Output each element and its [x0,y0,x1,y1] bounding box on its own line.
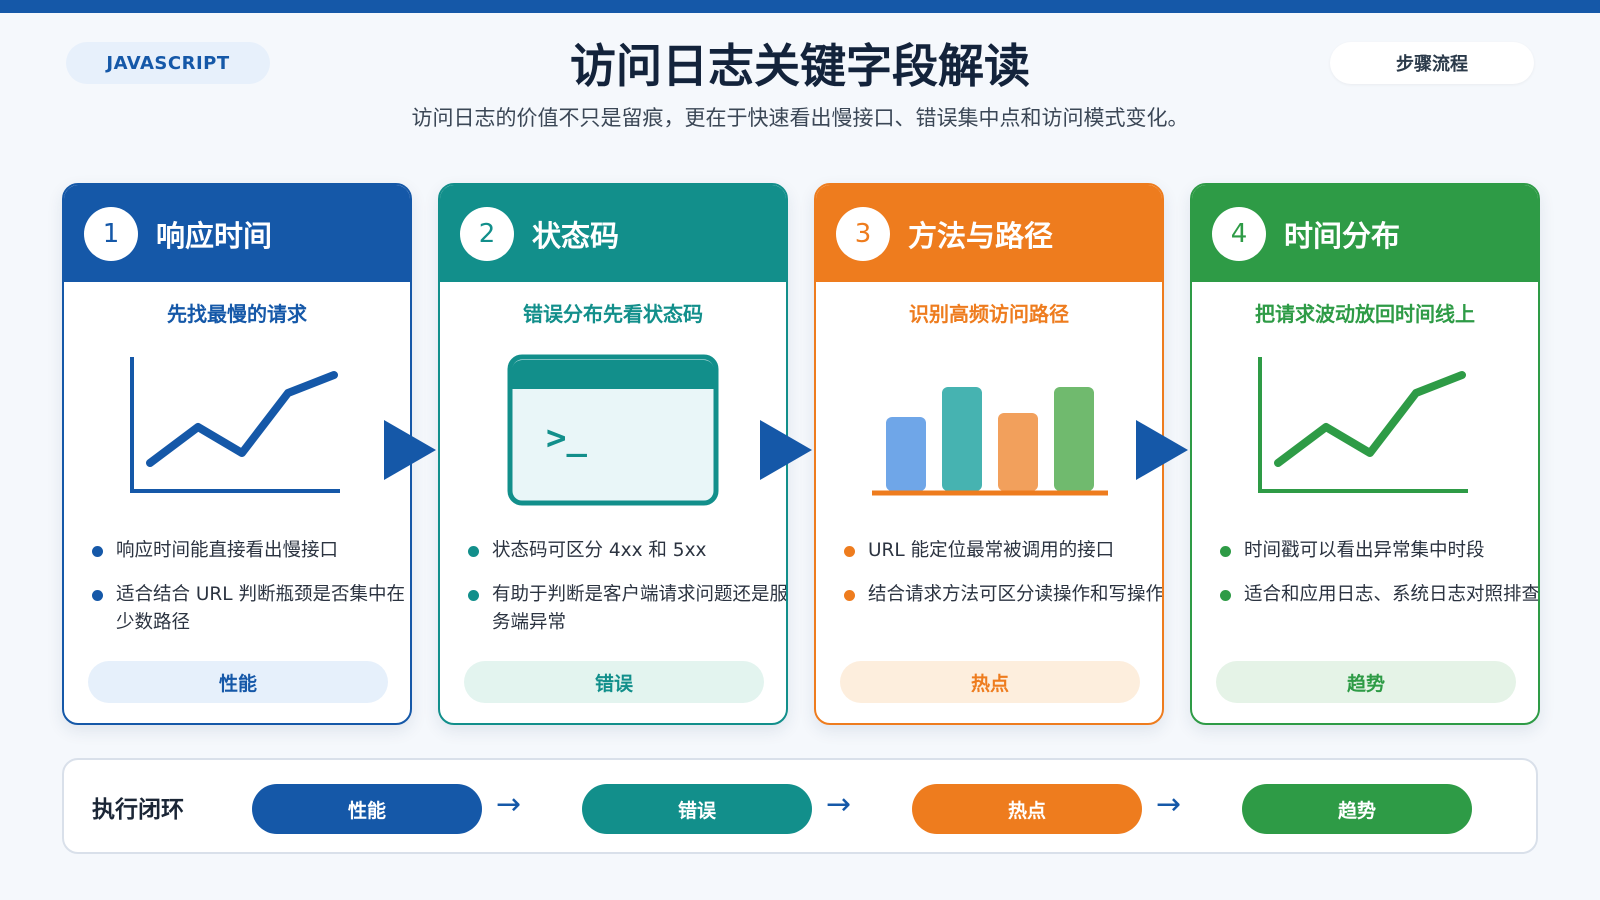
loop-arrow-icon: → [496,787,522,822]
list-item: 有助于判断是客户端请求问题还是服务端异常 [466,581,786,637]
flow-arrow-icon [1136,420,1188,480]
card-subtitle: 先找最慢的请求 [167,302,307,326]
card-header: 2 状态码 [440,185,786,282]
category-pill: 错误 [464,661,764,703]
card-subtitle: 把请求波动放回时间线上 [1255,302,1475,326]
top-accent-bar [0,0,1600,13]
loop-title: 执行闭环 [92,797,184,823]
step-number: 4 [1212,206,1266,261]
page-subtitle: 访问日志的价值不只是留痕，更在于快速看出慢接口、错误集中点和访问模式变化。 [411,106,1189,130]
card-subtitle: 错误分布先看状态码 [523,302,703,326]
bullet-list: 状态码可区分 4xx 和 5xx 有助于判断是客户端请求问题还是服务端异常 [466,537,786,653]
list-item: 结合请求方法可区分读操作和写操作 [842,581,1162,609]
loop-arrow-icon: → [826,787,852,822]
list-item: 适合结合 URL 判断瓶颈是否集中在少数路径 [90,581,410,637]
step-number: 1 [84,206,138,261]
loop-arrow-icon: → [1156,787,1182,822]
bullet-list: URL 能定位最常被调用的接口 结合请求方法可区分读操作和写操作 [842,537,1162,625]
execution-loop-panel: 执行闭环 性能 → 错误 → 热点 → 趋势 [62,758,1538,854]
card-header: 1 响应时间 [64,185,410,282]
step-card-method-path: 3 方法与路径 识别高频访问路径 URL 能定位最常被调用的接口 结合请求方法可… [814,183,1164,725]
loop-step-error: 错误 [582,784,812,834]
type-tag: 步骤流程 [1330,42,1534,84]
card-title: 响应时间 [156,218,273,253]
card-title: 方法与路径 [908,218,1054,253]
terminal-window-icon: >_ [507,354,719,506]
terminal-prompt: >_ [546,418,587,458]
step-card-response-time: 1 响应时间 先找最慢的请求 响应时间能直接看出慢接口 适合结合 URL 判断瓶… [62,183,412,725]
loop-step-performance: 性能 [252,784,482,834]
flow-arrow-icon [760,420,812,480]
card-subtitle: 识别高频访问路径 [909,302,1069,326]
category-tag: JAVASCRIPT [66,42,270,84]
list-item: URL 能定位最常被调用的接口 [842,537,1162,565]
loop-step-hotspot: 热点 [912,784,1142,834]
page-title: 访问日志关键字段解读 [570,39,1030,93]
card-header: 3 方法与路径 [816,185,1162,282]
list-item: 响应时间能直接看出慢接口 [90,537,410,565]
category-pill: 性能 [88,661,388,703]
list-item: 状态码可区分 4xx 和 5xx [466,537,786,565]
card-header: 4 时间分布 [1192,185,1538,282]
step-card-time-distribution: 4 时间分布 把请求波动放回时间线上 时间戳可以看出异常集中时段 适合和应用日志… [1190,183,1540,725]
bullet-list: 响应时间能直接看出慢接口 适合结合 URL 判断瓶颈是否集中在少数路径 [90,537,410,653]
line-chart-icon [130,357,340,493]
card-title: 状态码 [532,218,620,253]
step-card-status-code: 2 状态码 错误分布先看状态码 >_ 状态码可区分 4xx 和 5xx 有助于判… [438,183,788,725]
trend-chart-icon [1258,357,1468,493]
category-pill: 趋势 [1216,661,1516,703]
bar-chart-icon [872,387,1108,496]
list-item: 适合和应用日志、系统日志对照排查 [1218,581,1538,609]
list-item: 时间戳可以看出异常集中时段 [1218,537,1538,565]
flow-arrow-icon [384,420,436,480]
step-number: 3 [836,206,890,261]
loop-step-trend: 趋势 [1242,784,1472,834]
step-number: 2 [460,206,514,261]
category-pill: 热点 [840,661,1140,703]
card-title: 时间分布 [1284,218,1401,253]
bullet-list: 时间戳可以看出异常集中时段 适合和应用日志、系统日志对照排查 [1218,537,1538,625]
